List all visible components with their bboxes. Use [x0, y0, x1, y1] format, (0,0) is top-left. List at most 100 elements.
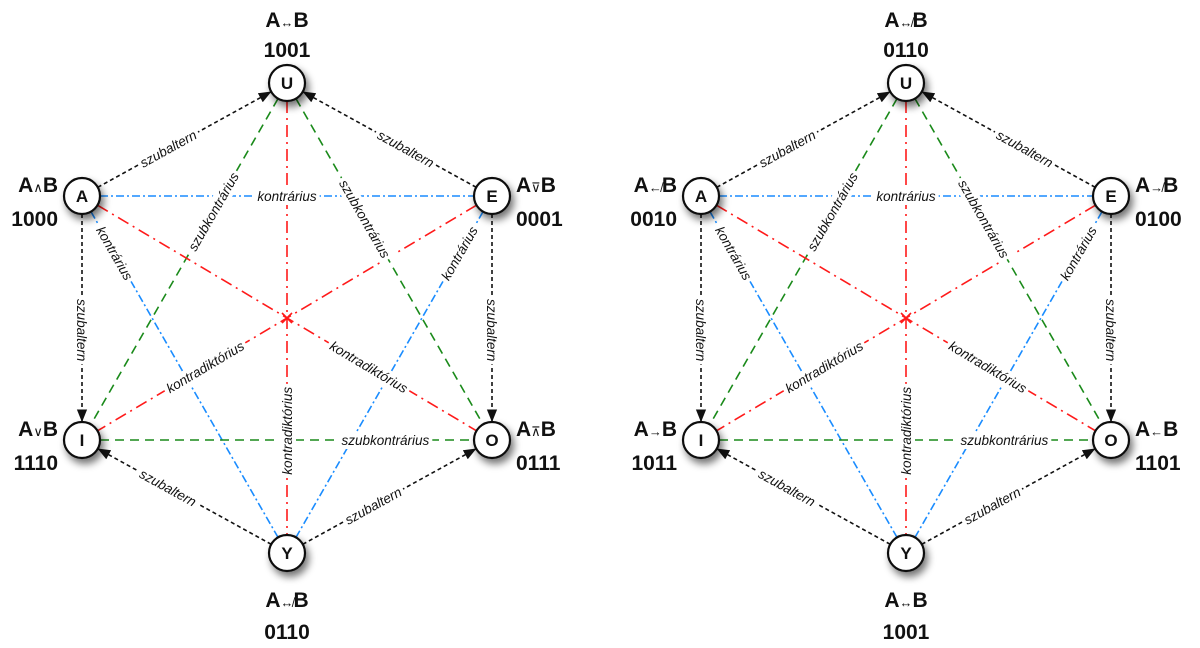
label-background — [958, 482, 1027, 530]
relation-label-text: szubaltern — [74, 299, 89, 361]
node-letter: E — [486, 187, 497, 206]
node-letter: E — [1105, 187, 1116, 206]
node-truth-bits: 1011 — [631, 452, 677, 475]
node-circle — [472, 420, 512, 460]
szubaltern-label-Y-I: szubaltern — [752, 463, 821, 512]
szubaltern-label-E-O: szubaltern — [483, 296, 500, 365]
operator-symbol: ↔ — [281, 15, 294, 30]
node-formula: A⊽B — [516, 174, 556, 197]
node-formula: A↚B — [634, 174, 677, 197]
kontradiktorius-label-U-Y: kontradiktórius — [279, 383, 296, 478]
kontrarius-label-A-E: kontrárius — [254, 188, 320, 205]
relation-label-text: szubaltern — [994, 127, 1056, 170]
label-background — [371, 125, 440, 173]
kontrarius-label-E-Y: kontrárius — [1055, 220, 1103, 286]
node-formula: A←B — [1135, 418, 1178, 441]
node-formula: A⊼B — [516, 418, 556, 441]
kontradiktorius-label-E-I: kontradiktórius — [779, 335, 869, 399]
szubkontrarius-line-U-I — [709, 98, 898, 425]
relation-label-text: kontradiktórius — [280, 387, 295, 475]
kontrarius-label-A-Y: kontrárius — [709, 220, 757, 286]
kontrarius-label-A-Y: kontrárius — [90, 220, 138, 286]
operand-b: B — [294, 9, 309, 32]
operand-a: A — [265, 9, 280, 32]
label-background — [324, 335, 414, 399]
operand-a: A — [265, 589, 280, 612]
relation-label-text: szubkontrárius — [185, 170, 242, 254]
szubaltern-label-A-U: szubaltern — [134, 125, 203, 173]
relation-label-text: szubkontrárius — [804, 170, 861, 254]
szubkontrarius-label-U-I: szubkontrárius — [182, 166, 245, 257]
label-background — [709, 220, 757, 286]
szubkontrarius-label-I-O: szubkontrárius — [338, 432, 433, 449]
relation-label-text: szubkontrárius — [961, 433, 1049, 448]
operand-a: A — [1135, 418, 1150, 441]
relation-label-text: szubaltern — [756, 466, 818, 509]
operator-symbol: ↔ — [900, 595, 913, 610]
label-background — [436, 220, 484, 286]
node-circle — [267, 63, 307, 103]
relation-label-text: kontrárius — [438, 224, 481, 283]
label-background — [1102, 296, 1119, 365]
node-A[interactable]: A A↚B 0010 — [630, 174, 721, 231]
node-circle — [1091, 420, 1131, 460]
kontradiktorius-label-E-I: kontradiktórius — [160, 335, 250, 399]
node-circle — [886, 533, 926, 573]
operand-a: A — [1135, 174, 1150, 197]
node-letter: Y — [281, 544, 293, 563]
node-circle — [1091, 176, 1131, 216]
label-background — [692, 296, 709, 365]
label-background — [943, 335, 1033, 399]
node-circle — [62, 176, 102, 216]
kontradiktorius-label-A-O: kontradiktórius — [943, 335, 1033, 399]
relation-label-text: kontradiktórius — [327, 338, 410, 396]
node-letter: I — [699, 431, 704, 450]
operator-symbol: ↮ — [900, 15, 915, 30]
operand-b: B — [1163, 418, 1178, 441]
relation-label-text: szubkontrárius — [955, 177, 1012, 261]
kontrarius-label-E-Y: kontrárius — [436, 220, 484, 286]
operand-a: A — [884, 9, 899, 32]
relation-label-text: szubaltern — [342, 484, 404, 527]
label-background — [134, 125, 203, 173]
label-background — [333, 174, 396, 264]
operator-symbol: ∨ — [33, 424, 43, 439]
operand-b: B — [43, 418, 58, 441]
relation-label-text: szubaltern — [756, 127, 818, 170]
node-truth-bits: 0110 — [883, 39, 929, 62]
label-background — [873, 188, 939, 205]
node-circle — [681, 420, 721, 460]
operand-b: B — [1163, 174, 1178, 197]
label-background — [952, 174, 1015, 264]
node-truth-bits: 1001 — [264, 39, 311, 62]
node-letter: A — [695, 187, 707, 206]
label-background — [483, 296, 500, 365]
operand-a: A — [18, 174, 33, 197]
node-truth-bits: 0010 — [630, 208, 677, 231]
operand-a: A — [884, 589, 899, 612]
szubkontrarius-label-U-O: szubkontrárius — [333, 174, 396, 264]
node-truth-bits: 0111 — [516, 452, 561, 475]
szubkontrarius-label-I-O: szubkontrárius — [957, 432, 1052, 449]
node-truth-bits: 1001 — [883, 621, 930, 644]
node-truth-bits: 0110 — [264, 621, 310, 644]
label-background — [779, 335, 869, 399]
operator-symbol: ⊽ — [531, 180, 541, 195]
operator-symbol: ↚ — [649, 180, 664, 195]
szubaltern-label-A-I: szubaltern — [692, 296, 709, 365]
operand-a: A — [516, 418, 531, 441]
szubkontrarius-line-U-O — [914, 98, 1103, 425]
